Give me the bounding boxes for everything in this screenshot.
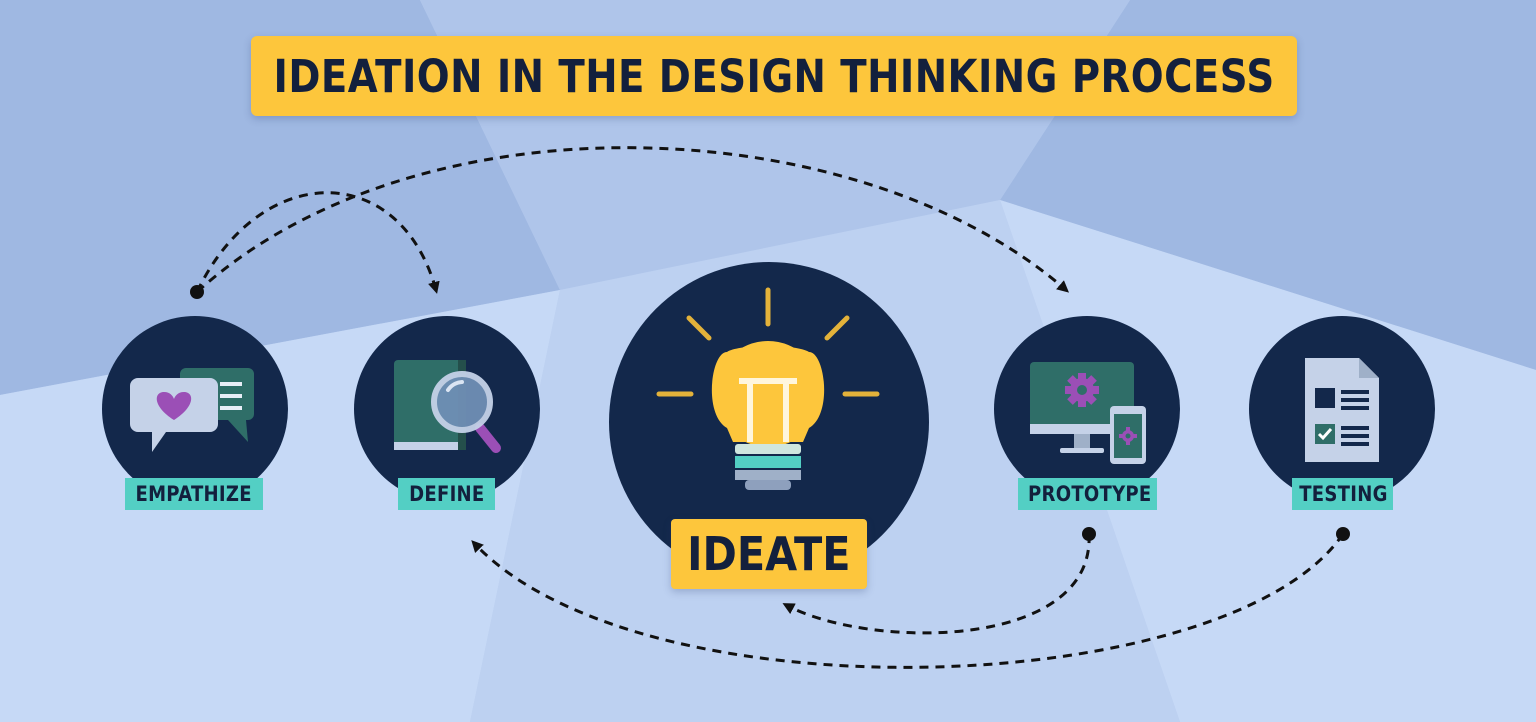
lightbulb-icon <box>656 287 880 490</box>
stage-label-prototype: PROTOTYPE <box>1018 478 1157 510</box>
define-node <box>354 316 540 502</box>
checklist-document-icon <box>1305 358 1379 462</box>
prototype-node <box>994 316 1180 502</box>
empathize-node <box>102 316 288 502</box>
testing-node <box>1249 316 1435 502</box>
monitor-phone-gear-icon <box>1030 362 1146 464</box>
book-magnifier-icon <box>394 360 501 453</box>
stage-label-testing: TESTING <box>1292 478 1393 510</box>
stage-label-define: DEFINE <box>398 478 495 510</box>
speech-bubbles-heart-icon <box>130 368 254 452</box>
stage-label-ideate: IDEATE <box>671 519 867 589</box>
title-banner: IDEATION IN THE DESIGN THINKING PROCESS <box>251 36 1297 116</box>
diagram-title: IDEATION IN THE DESIGN THINKING PROCESS <box>273 49 1275 103</box>
stage-label-empathize: EMPATHIZE <box>125 478 263 510</box>
